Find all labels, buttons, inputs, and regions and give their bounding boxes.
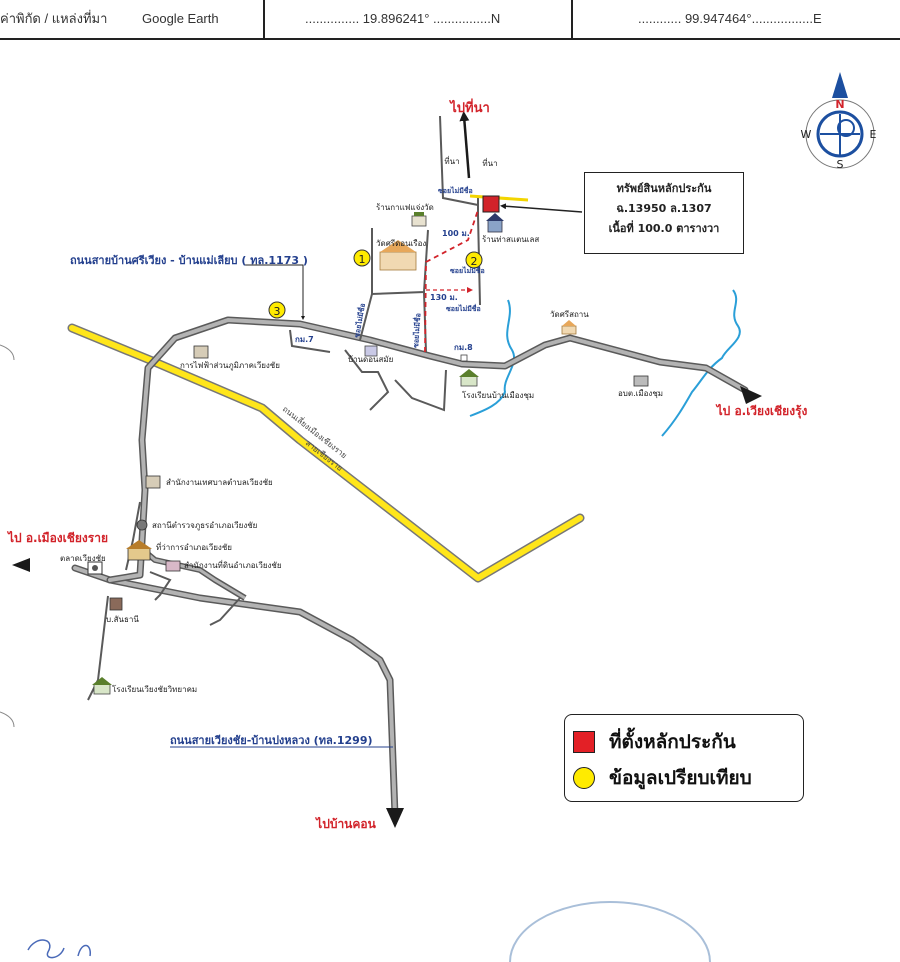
district-office-icon <box>126 540 152 561</box>
signature-mark <box>27 939 91 959</box>
source-value: Google Earth <box>142 11 219 26</box>
north-arrow-icon <box>832 72 848 98</box>
comparable-marker-3: 3 <box>268 301 286 319</box>
km8-label: กม.8 <box>454 343 473 352</box>
road-1299-label: ถนนสายเวียงชัย-บ้านปงหลวง (ทล.1299) <box>170 734 373 747</box>
soi-label-e: ซอยไม่มีชื่อ <box>410 313 422 348</box>
temple-icon <box>379 240 417 271</box>
km7-label: กม.7 <box>295 335 314 344</box>
place-ban-don-samai: บ้านดอนสมัย <box>348 355 393 364</box>
km-post-icon <box>460 354 468 362</box>
road-label-pointer <box>245 264 305 320</box>
soi-label-a: ซอยไม่มีชื่อ <box>438 185 473 195</box>
place-district-office: ที่ว่าการอำเภอเวียงชัย <box>156 541 232 552</box>
property-box-arrow <box>500 203 583 213</box>
coordinate-source-label: ค่าพิกัด / แหล่งที่มา <box>0 11 108 26</box>
compass-e: E <box>870 128 877 141</box>
latitude-value: ............... 19.896241° .............… <box>305 11 501 26</box>
coffee-shop-icon <box>411 212 427 227</box>
field-label-2: ที่นา <box>482 157 497 168</box>
bypass-highway <box>67 323 585 583</box>
comparable-marker-1: 1 <box>353 249 371 267</box>
place-municipality: สำนักงานเทศบาลตำบลเวียงชัย <box>166 478 273 487</box>
destination-mueang-chiang-rai: ไป อ.เมืองเชียงราย <box>6 530 108 545</box>
place-stainless-shop: ร้านท่าสแตนเลส <box>482 235 539 244</box>
collateral-marker <box>482 195 500 213</box>
longitude-value: ............ 99.947464°.................… <box>638 11 822 26</box>
comparable-number: 2 <box>471 255 478 268</box>
destination-arrows <box>12 386 762 828</box>
collateral-swatch-icon <box>573 731 595 753</box>
comparable-number: 1 <box>359 253 366 266</box>
comparable-marker-2: 2 <box>465 251 483 269</box>
legend-comparable: ข้อมูลเปรียบเทียบ <box>573 763 752 793</box>
land-office-icon <box>165 560 181 572</box>
punch-hole-mark <box>0 711 15 728</box>
rivers <box>469 289 741 437</box>
house-icon <box>364 345 378 357</box>
shop-icon <box>486 213 504 233</box>
legend-collateral-label: ที่ตั้งหลักประกัน <box>609 731 736 753</box>
school-wiang-chai-icon <box>92 677 112 695</box>
company-stamp-mark <box>509 901 711 962</box>
comparable-number: 3 <box>274 305 281 318</box>
place-wat-sri-sathan: วัดศรีสถาน <box>550 310 589 319</box>
arrow-to-ti-na <box>459 111 471 179</box>
place-police: สถานีตำรวจภูธรอำเภอเวียงชัย <box>152 521 257 531</box>
place-labels: ร้านกาแฟแจ่งวัด วัดศรีดอนเรือง ร้านท่าสแ… <box>60 203 663 694</box>
collateral-callout: ทรัพย์สินหลักประกัน ฉ.13950 ล.1307 เนื้อ… <box>584 172 744 254</box>
electric-office-icon <box>193 345 209 359</box>
place-school-mueang-chum: โรงเรียนบ้านเมืองชุม <box>462 390 534 400</box>
compass-s: S <box>837 158 844 171</box>
government-icon <box>633 375 649 387</box>
destination-ti-na: ไปที่นา <box>448 98 490 116</box>
field-label-1: ที่นา <box>444 155 459 166</box>
legend-comparable-label: ข้อมูลเปรียบเทียบ <box>609 767 752 789</box>
compass-w: W <box>801 128 812 141</box>
punch-hole-mark <box>0 344 15 361</box>
route-to-collateral <box>424 209 479 353</box>
police-icon <box>136 519 148 531</box>
collateral-deed: ฉ.13950 ล.1307 <box>616 202 712 215</box>
destination-wiang-chiang-rung: ไป อ.เวียงเชียงรุ้ง <box>715 403 808 419</box>
coordinate-header: ค่าพิกัด / แหล่งที่มา Google Earth .....… <box>0 0 900 40</box>
place-coffee-shop: ร้านกาแฟแจ่งวัด <box>376 203 434 212</box>
header-divider <box>571 0 573 38</box>
legend-collateral: ที่ตั้งหลักประกัน <box>573 727 736 757</box>
municipality-icon <box>145 475 161 489</box>
compass-rose: N E S W <box>801 72 877 171</box>
comparable-swatch-icon <box>573 767 595 789</box>
distance-130m: 130 ม. <box>430 293 458 302</box>
place-obt-mueang-chum: อบต.เมืองชุม <box>618 389 663 398</box>
road-1173-label: ถนนสายบ้านศรีเวียง - บ้านแม่เลียบ ( ทล.1… <box>70 254 308 267</box>
destination-ban-khon: ไปบ้านคอน <box>314 816 376 831</box>
place-pea: การไฟฟ้าส่วนภูมิภาคเวียงชัย <box>180 361 280 371</box>
map-legend: ที่ตั้งหลักประกัน ข้อมูลเปรียบเทียบ <box>564 714 804 802</box>
place-school-wiang-chai: โรงเรียนเวียงชัยวิทยาคม <box>112 684 197 694</box>
village-icon <box>109 597 123 611</box>
soi-label-b: ซอยไม่มีชื่อ <box>450 265 485 275</box>
collateral-title: ทรัพย์สินหลักประกัน <box>616 182 712 195</box>
market-icon <box>87 561 103 575</box>
header-divider <box>263 0 265 38</box>
distance-100m: 100 ม. <box>442 229 470 238</box>
school-icon <box>459 369 479 387</box>
compass-n: N <box>835 98 844 111</box>
soi-label-c: ซอยไม่มีชื่อ <box>446 303 481 313</box>
place-market: ตลาดเวียงชัย <box>60 554 106 563</box>
road-network <box>71 316 749 819</box>
temple-small-icon <box>561 320 577 335</box>
landmark-icons <box>87 212 649 695</box>
place-ban-santhani: บ.สันธานี <box>106 615 139 624</box>
place-land-office: สำนักงานที่ดินอำเภอเวียงชัย <box>184 559 282 570</box>
collateral-area: เนื้อที่ 100.0 ตารางวา <box>608 222 720 235</box>
place-wat-sri-don: วัดศรีดอนเรือง <box>376 239 426 248</box>
